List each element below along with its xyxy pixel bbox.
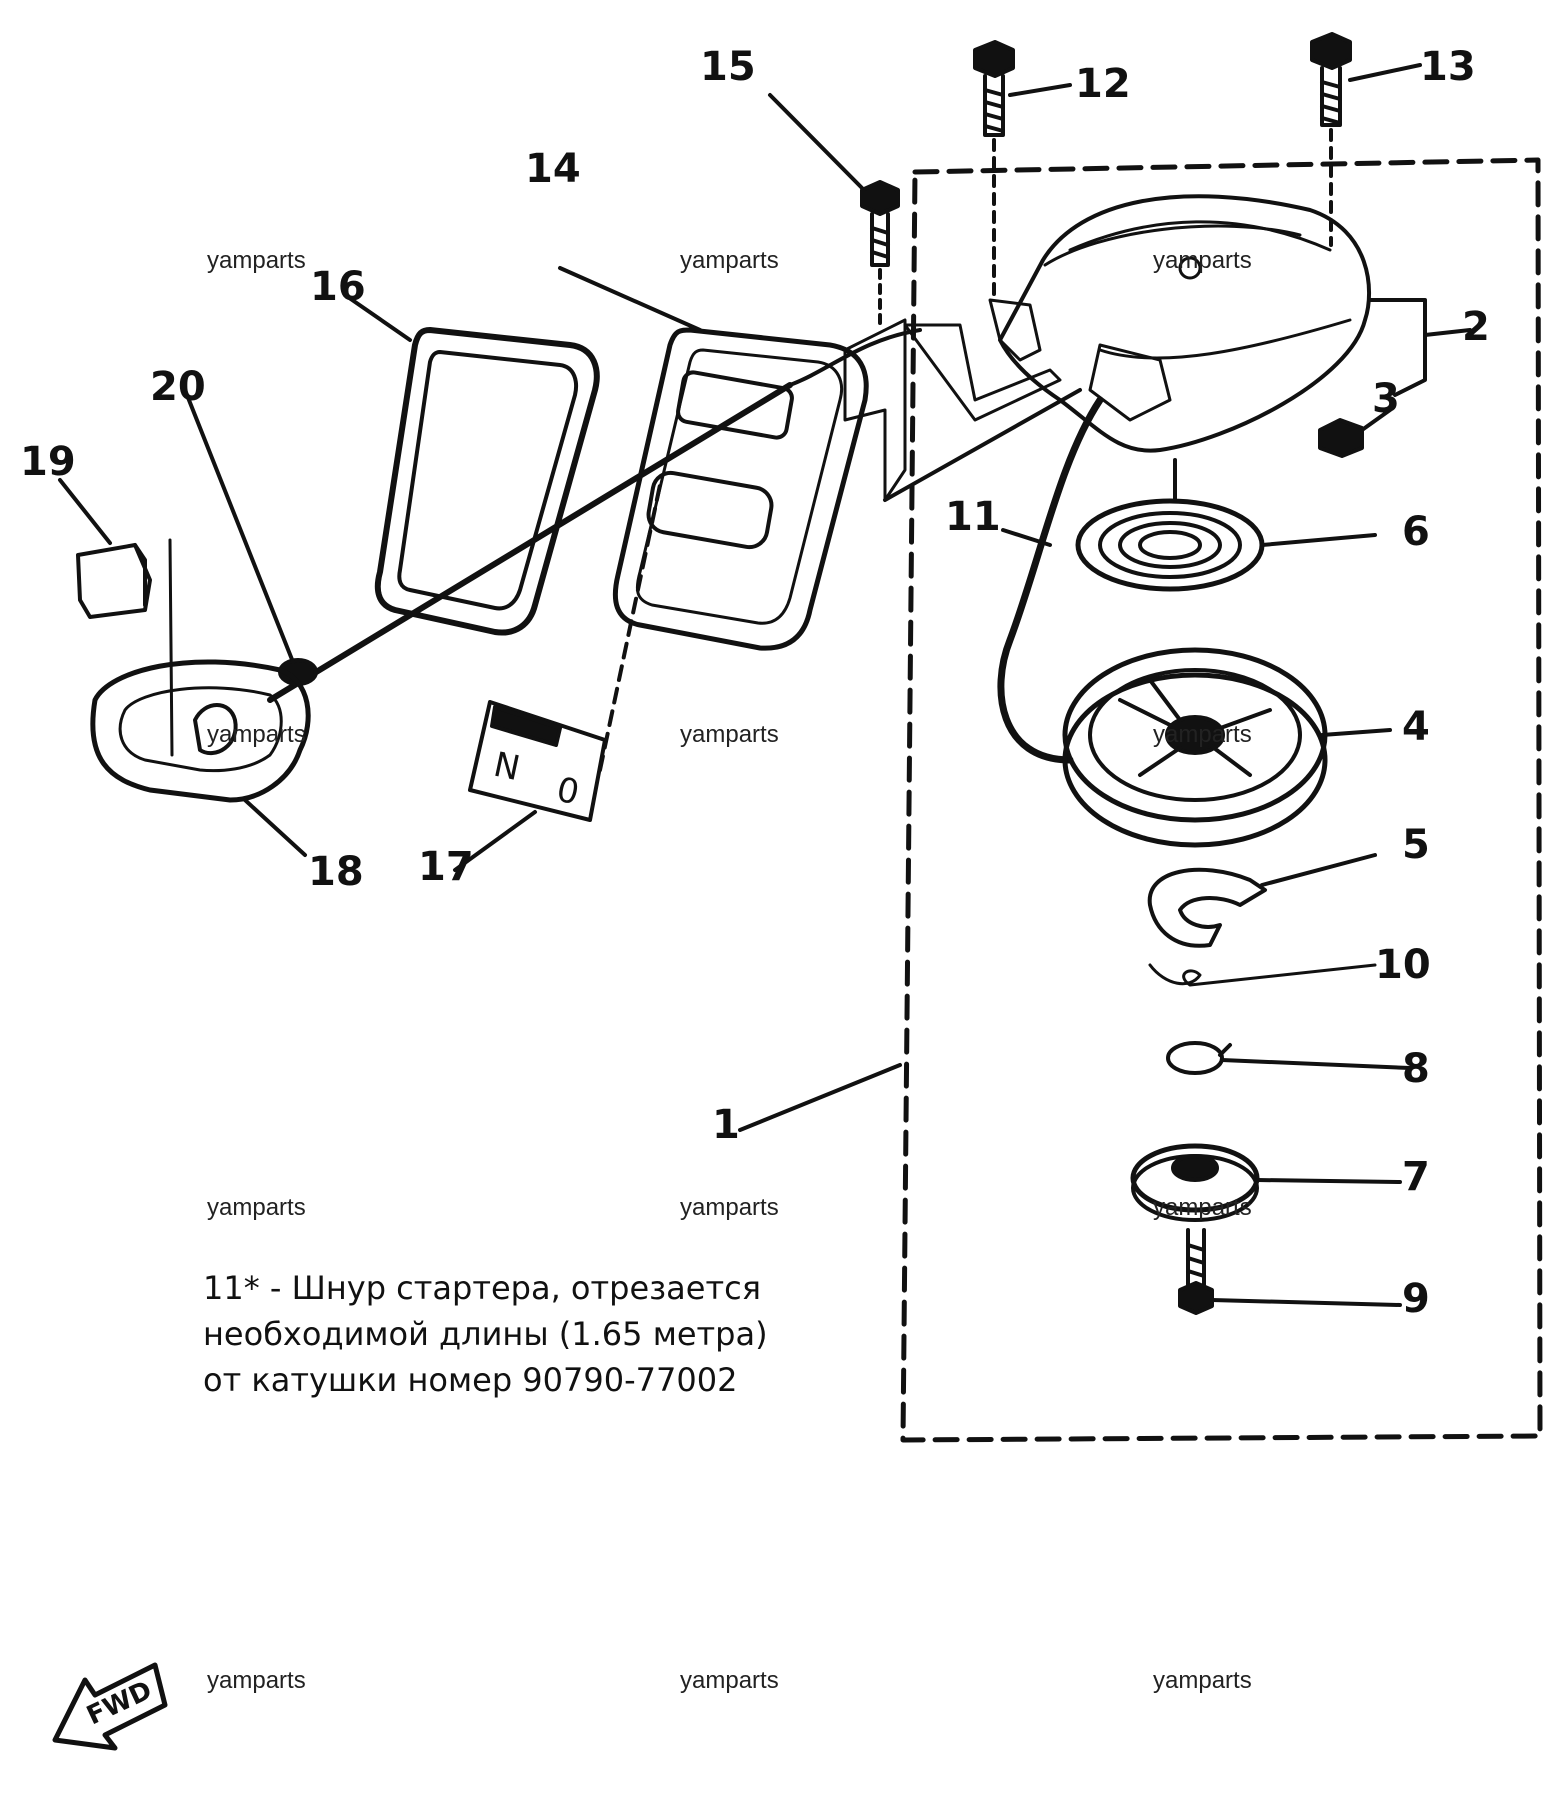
- control-cable: [267, 382, 793, 703]
- watermark: yamparts: [680, 1194, 779, 1221]
- label-part17-bottom: 0: [553, 770, 582, 814]
- callout-4: 4: [1402, 704, 1430, 750]
- cap-part-19: [58, 478, 174, 757]
- watermark: yamparts: [1153, 721, 1252, 748]
- note-line: от катушки номер 90790-77002: [203, 1361, 738, 1399]
- callout-19: 19: [20, 439, 76, 485]
- label-plate-part-17: [453, 483, 662, 872]
- callout-9: 9: [1402, 1276, 1430, 1322]
- clip-part-10: [1148, 963, 1377, 987]
- watermark: yamparts: [1153, 1194, 1252, 1221]
- pulley-part-4: [1062, 647, 1392, 848]
- callout-12: 12: [1075, 61, 1131, 107]
- watermark: yamparts: [207, 1194, 306, 1221]
- callout-10: 10: [1375, 942, 1431, 988]
- callout-20: 20: [150, 364, 206, 410]
- watermark: yamparts: [680, 247, 779, 274]
- watermark: yamparts: [207, 721, 306, 748]
- bolt-part-12: [973, 40, 1072, 302]
- callout-7: 7: [1402, 1154, 1430, 1200]
- callout-14: 14: [525, 146, 581, 192]
- starter-rope-part-11: [997, 396, 1104, 764]
- cable-bracket: [843, 318, 907, 502]
- frame-part-16: [343, 293, 600, 636]
- watermark: yamparts: [1153, 1667, 1252, 1694]
- callout-8: 8: [1402, 1046, 1430, 1092]
- callout-15: 15: [700, 44, 756, 90]
- callout-13: 13: [1420, 44, 1476, 90]
- watermark: yamparts: [680, 721, 779, 748]
- bolt-part-15: [768, 93, 900, 332]
- note-line: необходимой длины (1.65 метра): [203, 1315, 768, 1353]
- callout-6: 6: [1402, 509, 1430, 555]
- watermark: yamparts: [207, 1667, 306, 1694]
- starter-housing-part-2: [988, 194, 1372, 453]
- fwd-arrow: [52, 1662, 168, 1751]
- callout-16: 16: [310, 264, 366, 310]
- spring-part-6: [1075, 458, 1377, 592]
- drive-plate-part-7: [1130, 1143, 1402, 1222]
- label-part17-top: N: [490, 745, 523, 789]
- bolt-part-13: [1310, 32, 1422, 247]
- ratchet-part-5: [1147, 853, 1377, 948]
- callout-1: 1: [712, 1102, 740, 1148]
- assembly-box-dashed: [900, 157, 1543, 1443]
- callout-3: 3: [1372, 376, 1400, 422]
- starter-rope-note: 11* - Шнур стартера, отрезается необходи…: [203, 1265, 768, 1403]
- callout-17: 17: [418, 844, 474, 890]
- callout-11: 11: [945, 494, 1001, 540]
- bolt-part-9: [1178, 1228, 1402, 1315]
- handle-part-18: [90, 659, 311, 857]
- callout-5: 5: [1402, 822, 1430, 868]
- callout-18: 18: [308, 849, 364, 895]
- watermark: yamparts: [1153, 247, 1252, 274]
- watermark: yamparts: [680, 1667, 779, 1694]
- watermark: yamparts: [207, 247, 306, 274]
- callout-line-2: [1368, 298, 1427, 397]
- bracket-part-14: [558, 266, 869, 651]
- callout-2: 2: [1462, 304, 1490, 350]
- clamp-part-20: [183, 388, 318, 686]
- note-line: 11* - Шнур стартера, отрезается: [203, 1269, 761, 1307]
- spring-part-8: [1166, 1041, 1412, 1075]
- nut-part-3: [1318, 418, 1364, 458]
